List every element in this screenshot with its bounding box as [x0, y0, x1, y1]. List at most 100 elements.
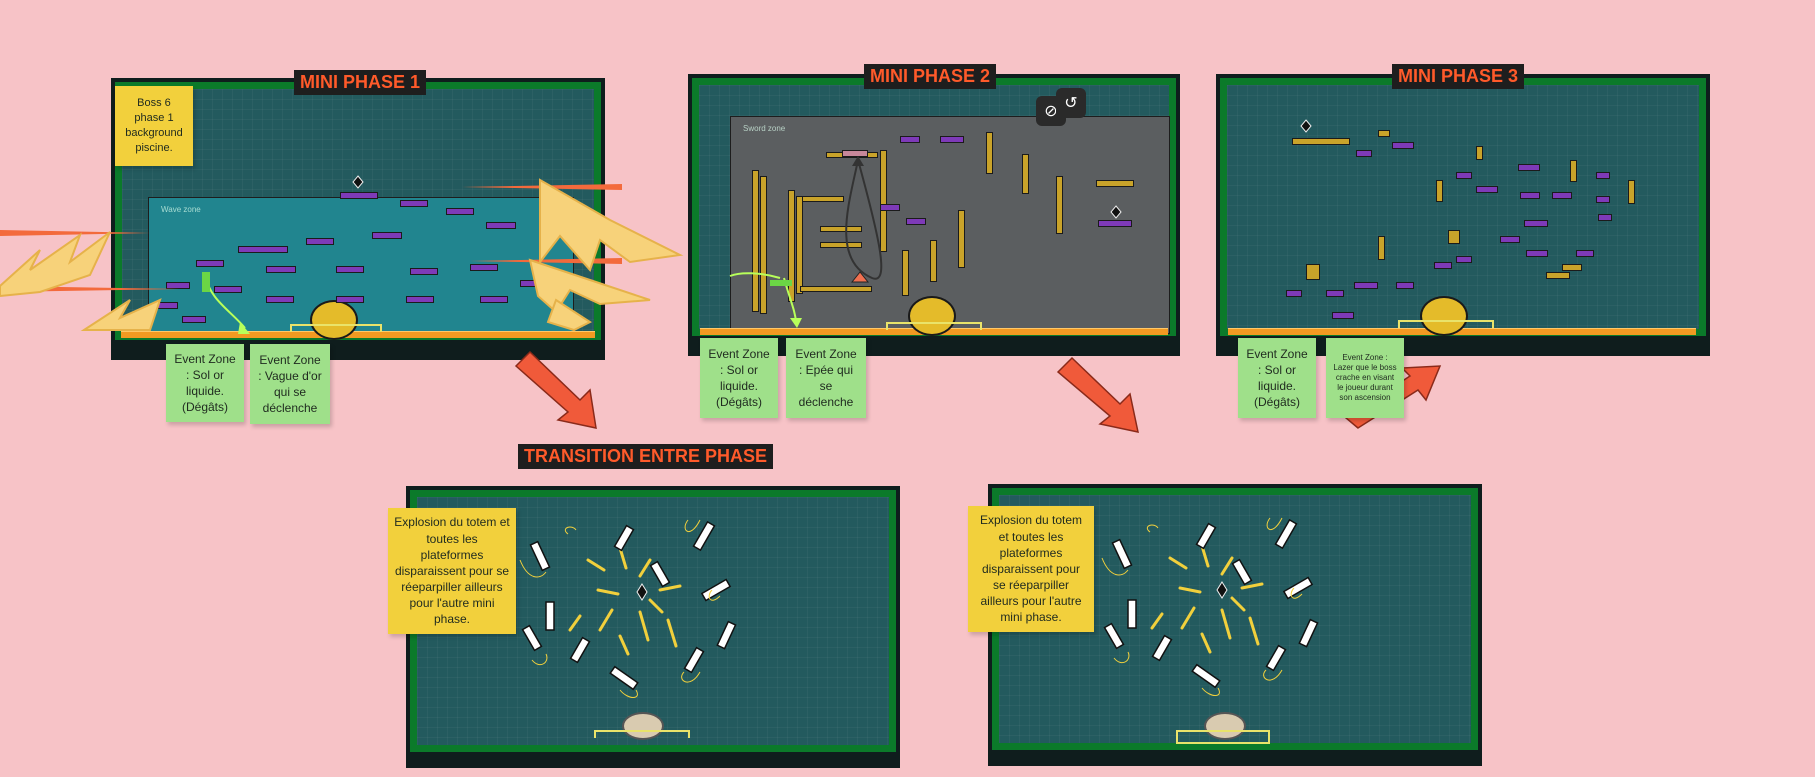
transition-left-note: Explosion du totem et toutes les platefo… [388, 508, 516, 634]
player-arrow-head [238, 322, 250, 334]
pillar [986, 132, 993, 174]
platform [1520, 192, 1540, 199]
platform [1326, 290, 1344, 297]
ledge [1096, 180, 1134, 187]
platform [1332, 312, 1354, 319]
platform [1098, 220, 1132, 227]
boss-diamond-icon [636, 583, 648, 601]
arrow-to-transition-left [514, 350, 597, 429]
platform [1476, 186, 1498, 193]
platform [406, 296, 434, 303]
boss-diamond-icon [1300, 119, 1312, 133]
platform [1576, 250, 1594, 257]
phase1-title: MINI PHASE 1 [294, 70, 427, 95]
phase2-event-zone-1: Event Zone : Sol or liquide. (Dégâts) [700, 338, 778, 418]
transition-right-bracket [1176, 730, 1270, 744]
ledge [1292, 138, 1350, 145]
platform [182, 316, 206, 323]
platform [336, 296, 364, 303]
gold-wave-right-low [528, 258, 651, 314]
platform [486, 222, 516, 229]
ledge [820, 242, 862, 248]
platform [900, 136, 920, 143]
pillar [1628, 180, 1635, 204]
ledge [800, 286, 872, 292]
pillar [1436, 180, 1443, 202]
pillar [902, 250, 909, 296]
explosion-left [568, 546, 682, 656]
pillar [1476, 146, 1483, 160]
arrow-to-transition-right [1056, 356, 1139, 433]
pillar [958, 210, 965, 268]
boss-diamond-icon [352, 175, 364, 189]
ledge [1562, 264, 1582, 271]
platform [842, 150, 868, 157]
phase1-totem-bracket [290, 324, 382, 332]
phase3-event-zone-2: Event Zone : Lazer que le boss crache en… [1326, 338, 1404, 418]
pillar [1570, 160, 1577, 182]
platform [1596, 172, 1610, 179]
platform [470, 264, 498, 271]
player [770, 280, 792, 286]
phase1-boss-note: Boss 6 phase 1 background piscine. [115, 86, 193, 166]
platform [1456, 256, 1472, 263]
ledge [802, 196, 844, 202]
pillar [930, 240, 937, 282]
boss-diamond-icon [1110, 205, 1122, 219]
platform [238, 246, 288, 253]
platform [400, 200, 428, 207]
phase3-totem [1420, 296, 1468, 336]
platform [1596, 196, 1610, 203]
ledge [1378, 130, 1390, 137]
player [202, 272, 210, 292]
platform [1526, 250, 1548, 257]
pillar [880, 150, 887, 252]
platform [266, 296, 294, 303]
platform [1552, 192, 1572, 199]
platform [410, 268, 438, 275]
platform [880, 204, 900, 211]
transition-title: TRANSITION ENTRE PHASE [518, 444, 774, 469]
phase2-trajectory [845, 159, 883, 280]
platform [1286, 290, 1302, 297]
pillar [1378, 236, 1385, 260]
platform [340, 192, 378, 199]
gold-wave-right [539, 178, 684, 272]
platform [166, 282, 190, 289]
phase2-title: MINI PHASE 2 [864, 64, 997, 89]
platform [1356, 150, 1372, 157]
phase3-totem-bracket [1398, 320, 1494, 328]
transition-left-totem [622, 712, 664, 740]
platform [1500, 236, 1520, 243]
gold-wave-right-bottom [546, 298, 593, 332]
phase3-event-zone-1: Event Zone : Sol or liquide. (Dégâts) [1238, 338, 1316, 418]
explosion-right [1150, 544, 1264, 654]
phase1-totem [310, 300, 358, 340]
phase3-title: MINI PHASE 3 [1392, 64, 1525, 89]
platform [1518, 164, 1540, 171]
gold-wave-left [0, 231, 111, 298]
transition-left-bracket [594, 730, 690, 738]
flying-platforms-left [521, 520, 737, 691]
pillar [760, 176, 767, 314]
platform [1456, 172, 1472, 179]
platform [372, 232, 402, 239]
small-tent-icon [850, 271, 870, 283]
platform [1524, 220, 1548, 227]
platform [266, 266, 296, 273]
block [1306, 264, 1320, 280]
platform [940, 136, 964, 143]
pillar [752, 170, 759, 312]
platform [306, 238, 334, 245]
phase2-totem-bracket [886, 322, 982, 330]
undo-icon[interactable]: ↺ [1056, 88, 1086, 118]
platform [1392, 142, 1414, 149]
pillar [1056, 176, 1063, 234]
gold-wave-left-small [80, 298, 162, 331]
ledge [1546, 272, 1570, 279]
ledge [820, 226, 862, 232]
